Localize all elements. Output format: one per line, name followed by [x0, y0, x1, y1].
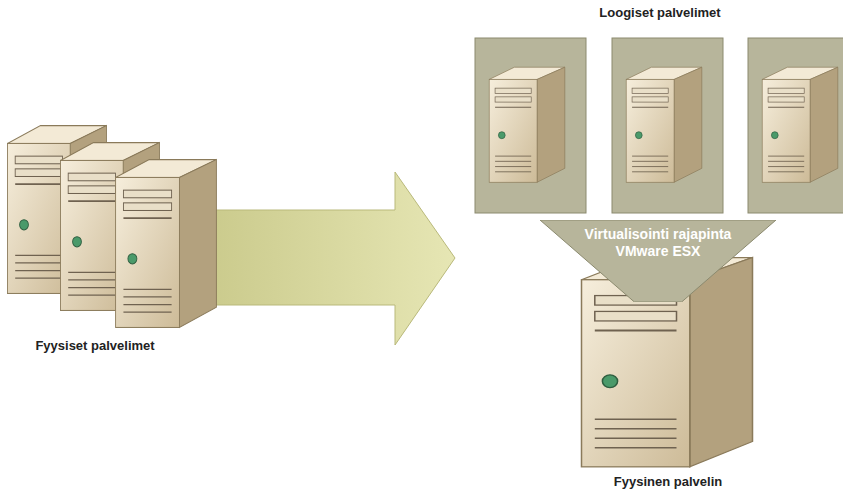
interface-trapezoid: Virtualisointi rajapinta VMware ESX [540, 220, 776, 302]
group-heading: Loogiset palvelimet [599, 5, 720, 20]
interface-label: Virtualisointi rajapinta VMware ESX [563, 226, 753, 260]
caption-label: Fyysiset palvelimet [35, 338, 154, 353]
caption-label: Fyysinen palvelin [614, 474, 722, 489]
